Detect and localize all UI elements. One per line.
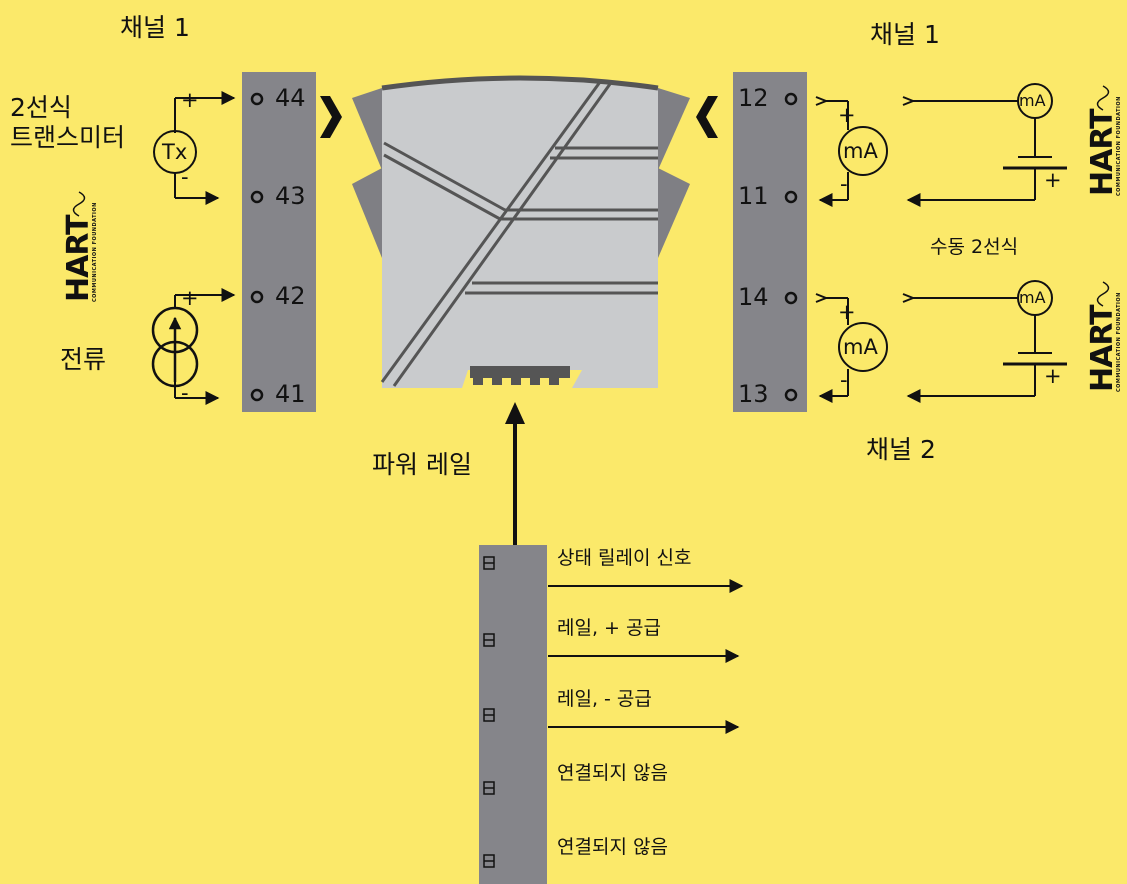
terminal-12: 12	[738, 84, 769, 112]
rail-signal-5: 연결되지 않음	[557, 836, 668, 858]
tx-plus-sign: +	[181, 88, 199, 112]
left-channel-label: 채널 1	[120, 13, 190, 42]
right-terminal-strip	[733, 72, 807, 412]
source-plus-sign: +	[181, 286, 199, 310]
isolator-module	[352, 75, 690, 388]
ch1-supply-plus-sign: +	[1044, 168, 1062, 192]
rail-signal-3: 레일, - 공급	[557, 688, 652, 710]
hart-logo-right-1: HART COMMUNICATION FOUNDATION	[1085, 78, 1124, 196]
terminal-11: 11	[738, 182, 769, 210]
chevron-right-icon	[320, 96, 342, 138]
ch1-meter-minus-sign: -	[840, 172, 848, 196]
current-source-wiring	[174, 288, 236, 405]
hart-wave-icon	[1096, 281, 1110, 307]
power-rail-signal-arrows	[548, 579, 744, 734]
channel1-hart-meter-symbol: mA	[1019, 91, 1046, 110]
left-terminal-strip	[242, 72, 316, 412]
hart-logo-right-2: HART COMMUNICATION FOUNDATION	[1085, 274, 1124, 392]
channel2-wiring	[815, 280, 1067, 403]
rail-signal-2: 레일, + 공급	[557, 617, 661, 639]
hart-foundation-text: COMMUNICATION FOUNDATION	[1116, 96, 1122, 196]
hart-foundation-text: COMMUNICATION FOUNDATION	[1116, 292, 1122, 392]
power-rail-arrow	[505, 402, 525, 545]
channel1-wiring	[815, 83, 1067, 207]
current-label: 전류	[60, 345, 107, 374]
transmitter-label-line2: 트랜스미터	[10, 123, 126, 152]
hart-wave-icon	[72, 191, 86, 217]
tx-minus-sign: -	[181, 165, 189, 189]
hart-wordmark: HART	[1085, 305, 1120, 392]
terminal-43: 43	[275, 182, 306, 210]
ch2-meter-plus-sign: +	[838, 300, 856, 324]
chevron-left-icon	[696, 96, 718, 138]
current-source-icon	[151, 306, 199, 388]
channel2-hart-meter-symbol: mA	[1019, 288, 1046, 307]
rail-signal-1: 상태 릴레이 신호	[557, 547, 692, 569]
rail-signal-4: 연결되지 않음	[557, 762, 668, 784]
right-channel2-label: 채널 2	[866, 435, 936, 464]
left-terminal-screws	[250, 92, 264, 402]
power-rail-label: 파워 레일	[372, 450, 472, 479]
hart-wordmark: HART	[61, 215, 96, 302]
right-terminal-screws	[784, 92, 798, 402]
transmitter-symbol: Tx	[162, 140, 188, 164]
hart-wordmark: HART	[1085, 109, 1120, 196]
terminal-14: 14	[738, 283, 769, 311]
channel1-meter-symbol: mA	[843, 139, 878, 163]
terminal-41: 41	[275, 380, 306, 408]
ch1-meter-plus-sign: +	[838, 103, 856, 127]
hart-foundation-text: COMMUNICATION FOUNDATION	[92, 202, 98, 302]
channel2-meter-symbol: mA	[843, 335, 878, 359]
transmitter-wiring	[153, 91, 236, 205]
terminal-13: 13	[738, 380, 769, 408]
right-channel1-label: 채널 1	[870, 20, 940, 49]
hart-logo-left: HART COMMUNICATION FOUNDATION	[61, 184, 100, 302]
manual-2wire-label: 수동 2선식	[930, 236, 1019, 258]
hart-wave-icon	[1096, 85, 1110, 111]
ch2-meter-minus-sign: -	[840, 368, 848, 392]
terminal-42: 42	[275, 282, 306, 310]
source-minus-sign: -	[181, 381, 189, 405]
transmitter-label-line1: 2선식	[10, 93, 72, 122]
ch2-supply-plus-sign: +	[1044, 364, 1062, 388]
power-rail-pins	[483, 556, 495, 868]
terminal-44: 44	[275, 84, 306, 112]
